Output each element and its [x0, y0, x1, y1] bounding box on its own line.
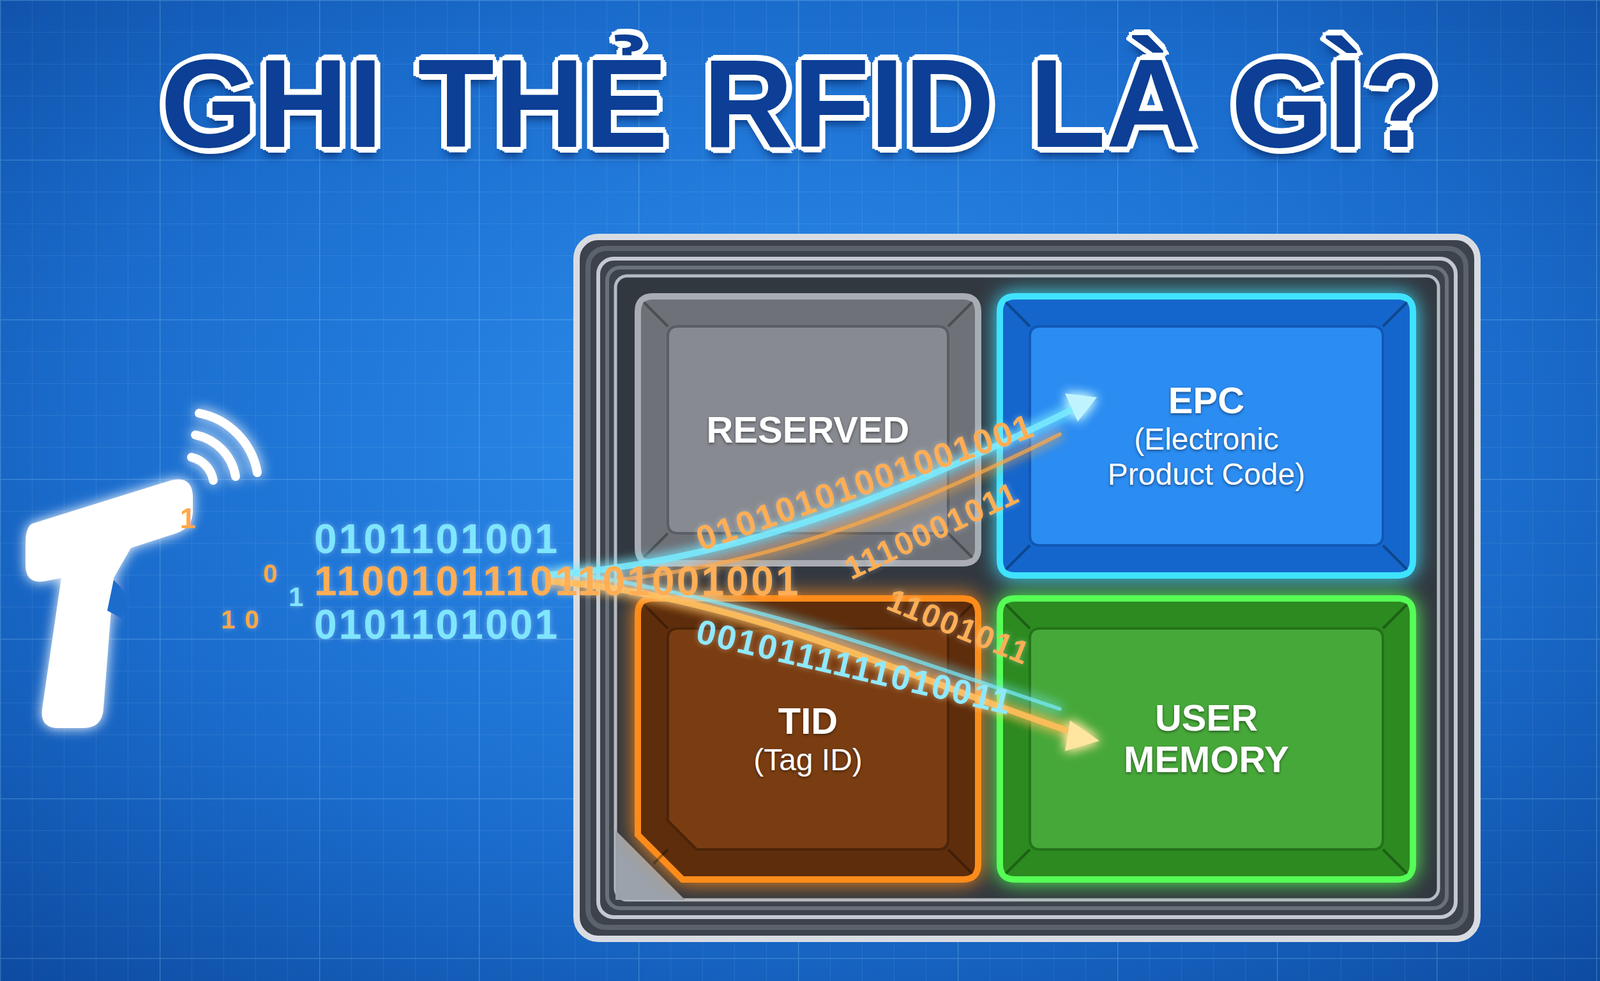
bank-panel [1029, 628, 1383, 850]
bank-name: RESERVED [706, 409, 910, 451]
binary-stream: 1 0 [220, 606, 261, 633]
memory-bank-tid: TID(Tag ID) [634, 595, 982, 883]
bank-panel [1029, 326, 1383, 546]
binary-stream: 0010111111010011 [693, 613, 1016, 720]
bank-panel [667, 326, 949, 534]
rfid-chip [576, 236, 1478, 939]
binary-stream: 0101101001 [314, 603, 560, 645]
bevel-line [643, 533, 668, 558]
bank-subtitle: (Tag ID) [753, 741, 863, 778]
page-title: GHI THẺ RFID LÀ GÌ? [160, 38, 1440, 170]
rfid-scanner [25, 413, 258, 728]
bank-name: TID [778, 700, 838, 742]
title-bar: GHI THẺ RFID LÀ GÌ? [0, 38, 1600, 170]
bank-name: USER MEMORY [1098, 697, 1316, 781]
bank-frame [637, 296, 979, 564]
bevel-line [948, 533, 973, 558]
binary-stream: 0101101001 [314, 518, 560, 560]
bevel-line [653, 849, 668, 864]
memory-bank-user: USER MEMORY [996, 595, 1417, 883]
binary-stream: 1 [180, 504, 198, 533]
bevel-line [1382, 301, 1408, 327]
binary-stream: 1110001011 [839, 476, 1024, 585]
binary-stream: 1 [288, 583, 305, 611]
memory-bank-reserved: RESERVED [634, 293, 982, 567]
stream-glow [549, 393, 1100, 751]
bevel-line [948, 603, 973, 629]
bevel-line [1005, 603, 1030, 629]
bank-frame [999, 598, 1413, 880]
binary-stream: 11001011 [883, 583, 1035, 670]
bank-subtitle: (Electronic Product Code) [1079, 421, 1335, 492]
bank-text: EPC(Electronic Product Code) [996, 293, 1417, 579]
bevel-line [643, 301, 668, 327]
bevel-line [1382, 849, 1408, 874]
bank-text: RESERVED [634, 293, 982, 567]
bevel-line [948, 301, 973, 327]
bank-frame [637, 598, 979, 880]
bank-frame [999, 296, 1413, 576]
binary-stream: 11001011101101001001 [314, 560, 801, 602]
binary-stream: 0 [263, 560, 279, 587]
bank-text: USER MEMORY [996, 595, 1417, 883]
bank-name: EPC [1168, 379, 1245, 422]
bevel-line [1382, 603, 1408, 629]
bevel-line [1382, 545, 1408, 570]
bevel-line [643, 603, 668, 629]
bank-panel [667, 628, 949, 850]
bevel-line [1005, 545, 1030, 570]
bevel-line [1005, 301, 1030, 327]
bank-text: TID(Tag ID) [634, 595, 982, 883]
bevel-line [948, 849, 973, 874]
bevel-line [1005, 849, 1030, 874]
memory-bank-epc: EPC(Electronic Product Code) [996, 293, 1417, 579]
